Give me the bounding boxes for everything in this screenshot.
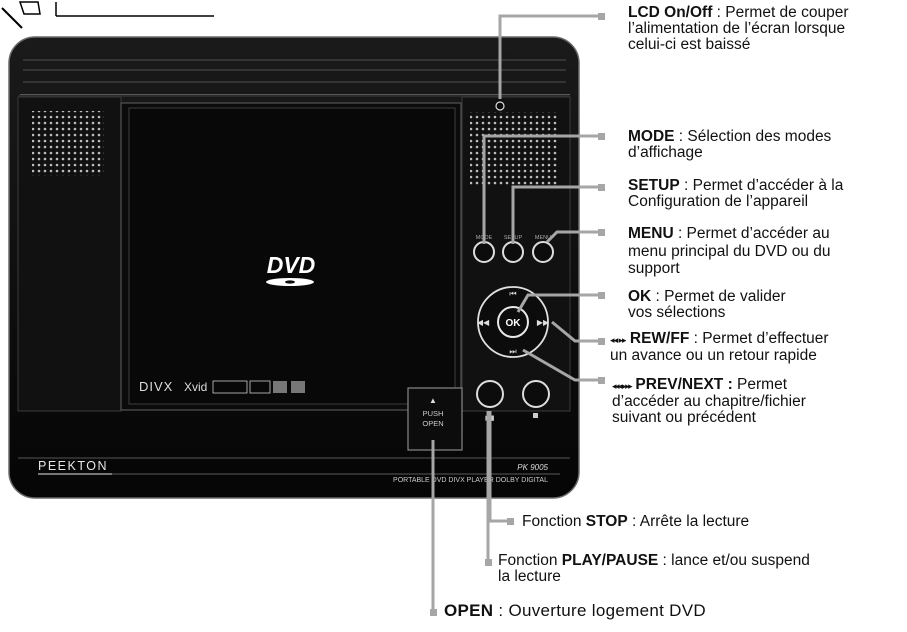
annotation-mode: MODE : Sélection des modes d’affichage xyxy=(628,129,831,161)
ok-title: OK xyxy=(628,288,652,305)
annotation-menu: MENU : Permet d’accéder au menu principa… xyxy=(628,225,830,278)
leader-prevnext xyxy=(522,348,602,382)
stop-icon xyxy=(533,413,538,418)
annotation-prevnext: ◂◂◂ ▸▸▸ PREV/NEXT : Permet d’accéder au … xyxy=(612,377,806,426)
play-prefix: Fonction xyxy=(498,552,562,569)
leader-ok xyxy=(516,293,602,313)
prev-icon[interactable]: ⏮ xyxy=(509,289,516,298)
svg-text:DVD: DVD xyxy=(267,252,316,278)
disc-logo-2 xyxy=(291,381,305,393)
dvd-logo: DVD xyxy=(266,252,315,286)
play-title: PLAY/PAUSE xyxy=(561,552,659,569)
annotation-setup: SETUP : Permet d’accéder à la Configurat… xyxy=(628,178,843,210)
annotation-ok: OK : Permet de valider vos sélections xyxy=(628,289,786,321)
annotation-lcd: LCD On/Off : Permet de couper l’alimenta… xyxy=(628,5,849,53)
leader-mode xyxy=(482,134,602,244)
open-label: OPEN xyxy=(422,419,443,428)
prevnext-title: PREV/NEXT : xyxy=(635,376,733,393)
leader-endpoints xyxy=(430,13,605,616)
leader-rewff xyxy=(551,320,602,343)
prevnext-icons: ◂◂◂ ▸▸▸ xyxy=(612,381,633,391)
ok-button[interactable]: OK xyxy=(497,306,529,338)
dolby-logo xyxy=(212,380,248,394)
mpeg-logo xyxy=(249,380,271,394)
note-icon xyxy=(1,1,214,29)
svg-text:OK: OK xyxy=(506,318,522,329)
divx-logo: DIVX xyxy=(139,379,173,394)
setup-desc1: : Permet d’accéder à la xyxy=(679,177,844,194)
prevnext-desc1: Permet xyxy=(732,376,788,393)
mode-title: MODE xyxy=(628,128,675,145)
brand-name: PEEKTON xyxy=(38,459,108,473)
setup-title: SETUP xyxy=(628,177,680,194)
menu-desc2: menu principal du DVD ou du xyxy=(628,242,831,260)
rewind-icon[interactable]: ◀◀ xyxy=(477,318,490,327)
svg-text:MENU: MENU xyxy=(535,235,551,241)
lcd-desc2: l’alimentation de l’écran lorsque xyxy=(628,20,846,37)
annotation-open: OPEN : Ouverture logement DVD xyxy=(444,601,706,620)
lcd-screen xyxy=(128,107,456,405)
leader-lcd xyxy=(498,14,602,99)
play-desc2: la lecture xyxy=(498,568,561,585)
push-label: PUSH xyxy=(423,409,444,418)
next-icon[interactable]: ⏭ xyxy=(509,347,516,356)
lcd-switch[interactable] xyxy=(495,101,505,111)
stop-title: STOP xyxy=(585,513,628,530)
setup-desc2: Configuration de l’appareil xyxy=(628,193,809,210)
menu-button[interactable]: MENU xyxy=(532,235,554,263)
leader-setup xyxy=(511,185,602,244)
stop-prefix: Fonction xyxy=(522,513,586,530)
menu-desc1: : Permet d’accéder au xyxy=(673,225,830,242)
lcd-desc1: : Permet de couper xyxy=(712,4,849,21)
mode-desc1: : Sélection des modes xyxy=(674,128,832,145)
prevnext-desc3: suivant ou précédent xyxy=(612,409,756,426)
annotation-rewff: ◂◂ ▸▸ REW/FF : Permet d’effectuer un ava… xyxy=(610,331,829,364)
stop-desc: : Arrête la lecture xyxy=(627,513,750,530)
left-speaker-grille xyxy=(32,111,104,176)
lcd-title: LCD On/Off xyxy=(628,4,713,21)
stop-button[interactable] xyxy=(522,380,550,418)
menu-title: MENU xyxy=(628,225,674,242)
mode-desc2: d’affichage xyxy=(628,144,703,161)
fast-forward-icon[interactable]: ▶▶ xyxy=(537,318,550,327)
rewff-icons: ◂◂ ▸▸ xyxy=(610,335,627,345)
open-button[interactable]: ▲ PUSH OPEN xyxy=(407,387,463,451)
open-title: OPEN xyxy=(444,601,494,620)
model-number: PK 9005 xyxy=(517,463,548,472)
annotation-stop: Fonction STOP : Arrête la lecture xyxy=(522,514,749,530)
rewff-desc2: un avance ou un retour rapide xyxy=(610,347,817,364)
leader-stop xyxy=(488,411,510,523)
eject-icon: ▲ xyxy=(429,396,437,405)
leader-menu xyxy=(545,230,602,244)
annotation-play: Fonction PLAY/PAUSE : lance et/ou suspen… xyxy=(498,553,810,585)
disc-logo-1 xyxy=(273,381,287,393)
ok-desc2: vos sélections xyxy=(628,304,726,321)
play-desc1: : lance et/ou suspend xyxy=(658,552,810,569)
xvid-logo: Xvid xyxy=(184,380,207,394)
lcd-desc3: celui-ci est baissé xyxy=(628,36,751,53)
rewff-title: REW/FF xyxy=(629,330,690,347)
rewff-desc1: : Permet d’effectuer xyxy=(689,330,829,347)
ok-desc1: : Permet de valider xyxy=(651,288,786,305)
menu-desc3: support xyxy=(628,260,680,277)
open-desc: : Ouverture logement DVD xyxy=(493,601,706,620)
prevnext-desc2: d’accéder au chapitre/fichier xyxy=(612,393,806,410)
device-subtitle: PORTABLE DVD DIVX PLAYER DOLBY DIGITAL xyxy=(393,477,548,484)
format-logos: DIVX Xvid xyxy=(139,379,305,394)
leader-lines xyxy=(431,14,602,612)
